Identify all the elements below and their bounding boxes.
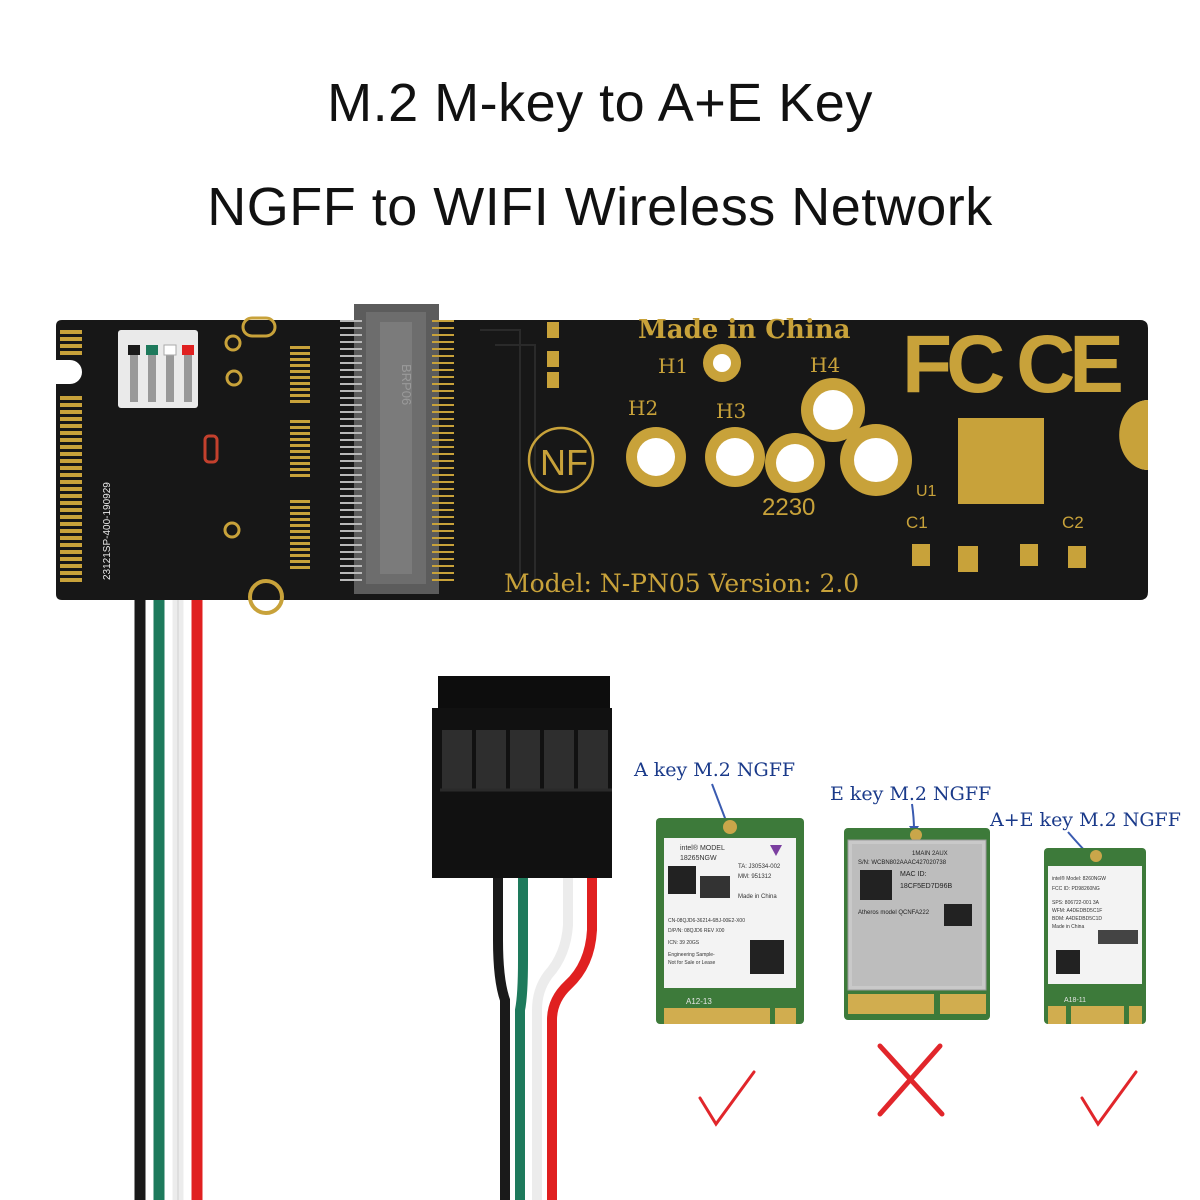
fcc-ce-text: FC CE [902, 319, 1121, 410]
card-ae-label-2: SPS: 806722-001 3A [1052, 900, 1100, 906]
board-cable [134, 600, 203, 1200]
card-a-label-9: Not for Sale or Lease [668, 960, 715, 966]
headline-line-1: M.2 M-key to A+E Key [327, 73, 873, 133]
connector-cable [493, 878, 597, 1200]
hole-label-h1: H1 [658, 354, 688, 378]
nf-logo: NF [540, 442, 588, 483]
card-a-key: A key M.2 NGFF intel® MODEL 18265NGW TA:… [633, 759, 804, 1024]
card-a-label-0: intel® MODEL [680, 844, 725, 852]
card-e-label-0: 1MAIN 2AUX [912, 851, 948, 857]
adapter-board: BRP06 Made in China H1 H2 H3 H4 2230 NF … [56, 304, 1148, 615]
hole-label-h4: H4 [810, 353, 840, 377]
pcb-code: 23121SP-400-190929 [102, 482, 113, 580]
card-e-label-1: S/N: WCBN802AAAC427020738 [858, 860, 947, 866]
card-a-edge-text: A12-13 [686, 997, 712, 1006]
card-e-cross-icon [877, 1043, 945, 1117]
card-ae-label-0: intel® Model: 8260NGW [1052, 875, 1106, 882]
card-ae-caption: A+E key M.2 NGFF [989, 809, 1181, 831]
card-a-label-4: Made in China [738, 894, 777, 900]
card-ae-key: A+E key M.2 NGFF intel® Model: 8260NGW F… [989, 809, 1181, 1024]
card-a-label-8: Engineering Sample- [668, 952, 715, 958]
card-e-caption: E key M.2 NGFF [830, 783, 991, 805]
part-label-u1: U1 [916, 483, 937, 500]
card-a-label-5: CN-08QJD6-36214-6BJ-00E2-X00 [668, 918, 745, 924]
dupont-connector [432, 676, 612, 878]
model-label: Model: N-PN05 Version: 2.0 [504, 569, 859, 598]
part-label-c2: C2 [1062, 513, 1084, 532]
card-a-label-3: MM: 951312 [738, 874, 772, 880]
card-a-check-icon [698, 1070, 756, 1127]
card-a-label-2: TA: J30534-002 [738, 864, 781, 870]
wire-header [118, 330, 198, 408]
card-ae-label-5: Made in China [1052, 924, 1084, 930]
card-e-label-3: 18CF5ED7D96B [900, 883, 952, 890]
card-e-key: E key M.2 NGFF 1MAIN 2AUX S/N: WCBN802AA… [830, 783, 991, 1020]
size-label: 2230 [762, 494, 815, 521]
edge-connector [60, 330, 82, 582]
card-ae-edge-text: A18-11 [1064, 997, 1086, 1004]
card-e-label-4: Atheros model QCNFA222 [858, 910, 930, 916]
hole-label-h3: H3 [716, 399, 746, 423]
card-ae-label-3: WFM: A4DEDBD5C1F [1052, 908, 1102, 914]
card-a-label-1: 18265NGW [680, 855, 717, 862]
m2-slot: BRP06 [340, 304, 454, 594]
part-label-c1: C1 [906, 513, 928, 532]
card-ae-label-1: FCC ID: PD98260NG [1052, 886, 1100, 892]
slot-code: BRP06 [399, 364, 414, 405]
hole-label-h2: H2 [628, 396, 658, 420]
card-ae-check-icon [1080, 1070, 1138, 1127]
card-a-label-6: D/P/N: 08QJD6 REV X00 [668, 928, 725, 934]
card-a-label-7: ICN: 39 20GS [668, 940, 700, 946]
headline-line-2: NGFF to WIFI Wireless Network [207, 177, 993, 237]
card-e-label-2: MAC ID: [900, 871, 927, 878]
card-ae-label-4: BDM: A4DEDBD5C1D [1052, 916, 1102, 922]
fcc-ce-logo: FC CE [902, 319, 1127, 410]
made-in-label: Made in China [638, 315, 851, 345]
card-a-caption: A key M.2 NGFF [633, 759, 795, 781]
